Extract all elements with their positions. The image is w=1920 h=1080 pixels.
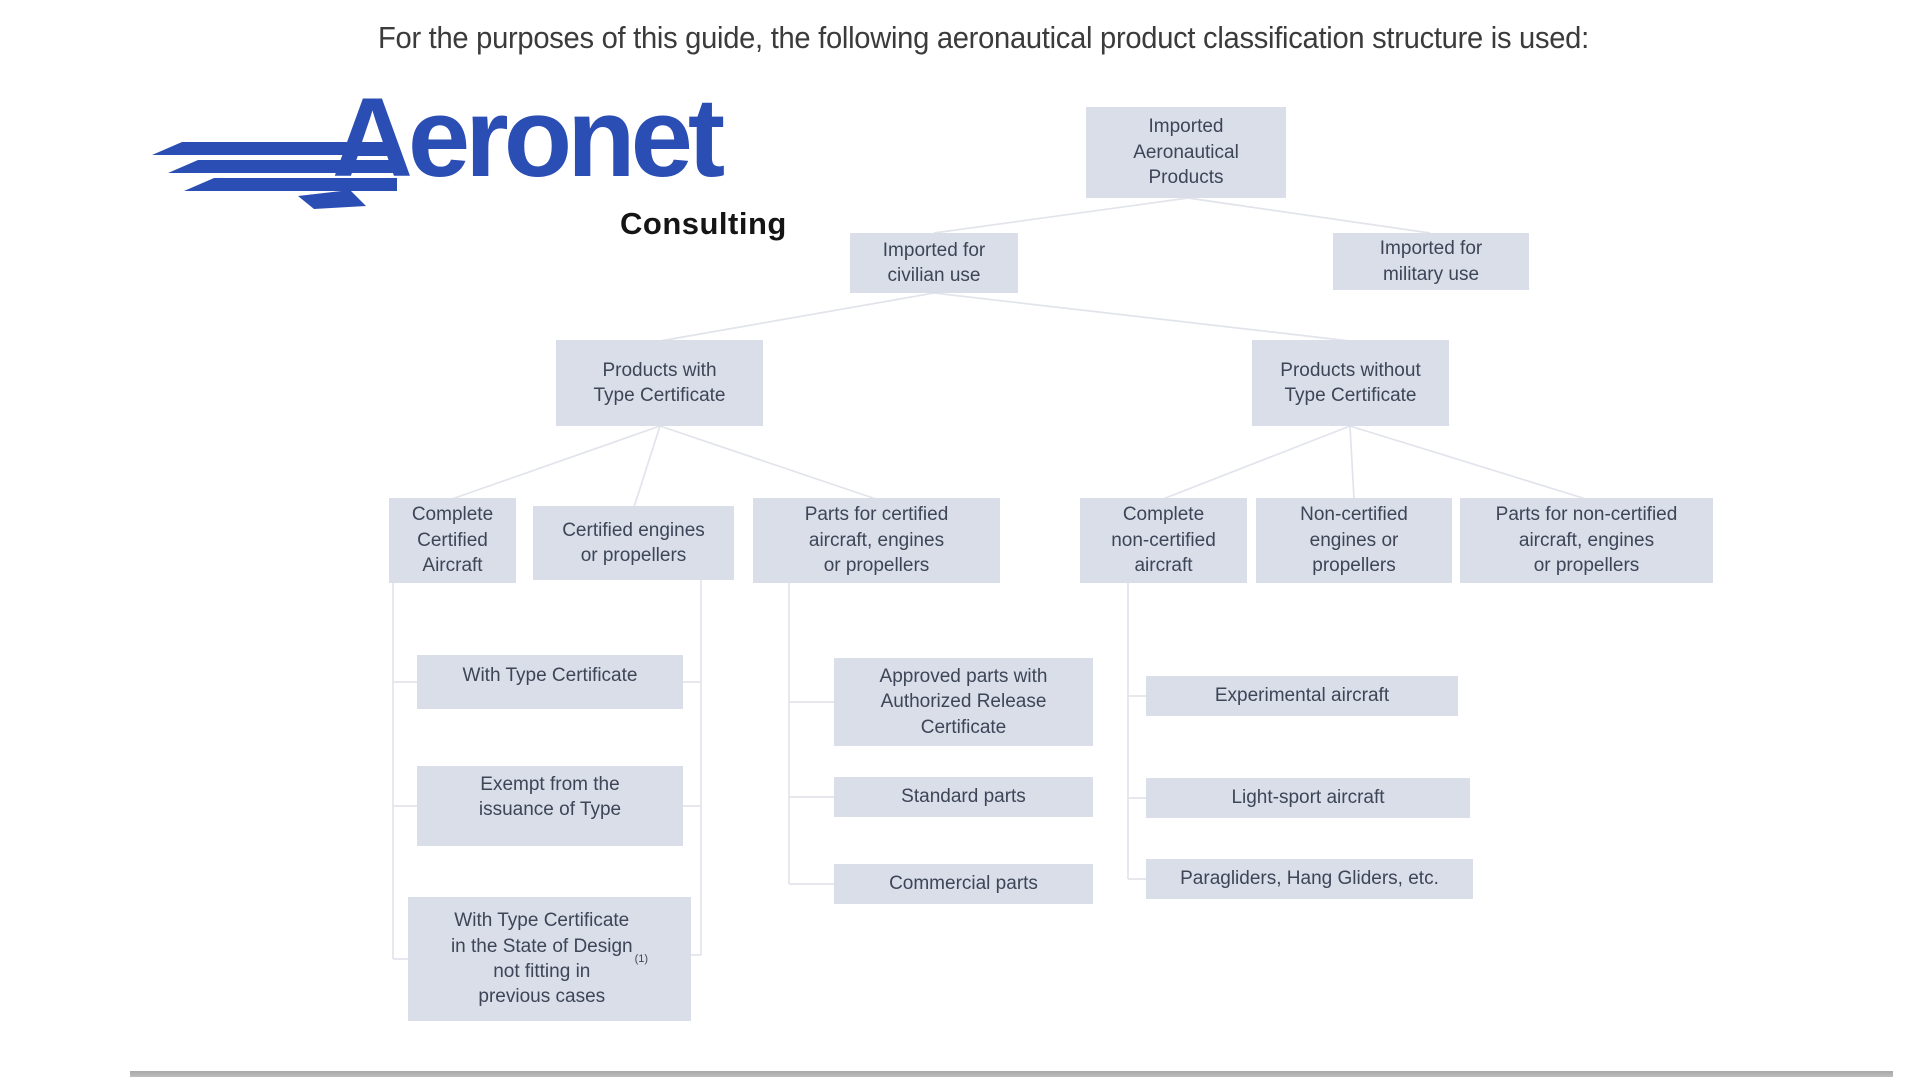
node-label: Standard parts — [901, 786, 1026, 808]
node-complete-non-certified-aircraft: Complete non-certified aircraft — [1080, 498, 1247, 583]
node-label: Imported for civilian use — [882, 239, 986, 286]
node-parts-for-non-certified-aircraft: Parts for non-certified aircraft, engine… — [1460, 498, 1713, 583]
node-label: Products with Type Certificate — [593, 359, 726, 406]
page-title: For the purposes of this guide, the foll… — [378, 20, 1589, 55]
aeronet-logo: Aeronet Consulting — [150, 76, 810, 250]
aeronet-wing-icon — [152, 142, 397, 209]
node-parts-for-certified-aircraft: Parts for certified aircraft, engines or… — [753, 498, 1000, 583]
node-label: Light-sport aircraft — [1231, 787, 1385, 809]
node-label: Certified engines or propellers — [562, 519, 705, 566]
node-label: Experimental aircraft — [1214, 685, 1390, 707]
node-paragliders-hang-gliders: Paragliders, Hang Gliders, etc. — [1146, 859, 1473, 899]
node-label: With Type Certificate — [462, 665, 638, 687]
node-label: Parts for certified aircraft, engines or… — [804, 504, 949, 577]
node-type-certificate-state-of-design: With Type Certificate in the State of De… — [408, 897, 691, 1021]
node-label: Exempt from the issuance of Type — [478, 773, 622, 820]
node-commercial-parts: Commercial parts — [834, 864, 1093, 904]
node-label: Complete non-certified aircraft — [1111, 504, 1216, 577]
node-experimental-aircraft: Experimental aircraft — [1146, 676, 1458, 716]
node-imported-civilian-use: Imported for civilian use — [850, 233, 1018, 293]
node-label: Paragliders, Hang Gliders, etc. — [1180, 868, 1439, 890]
node-label: Imported for military use — [1379, 238, 1483, 285]
node-label: With Type Certificate in the State of De… — [450, 910, 633, 1008]
logo-brand-text: Aeronet — [332, 75, 725, 200]
node-with-type-certificate: With Type Certificate — [417, 655, 683, 709]
node-label: Imported Aeronautical Products — [1133, 116, 1239, 189]
node-standard-parts: Standard parts — [834, 777, 1093, 817]
node-label: Complete Certified Aircraft — [411, 504, 494, 577]
node-imported-aeronautical-products: Imported Aeronautical Products — [1086, 107, 1286, 198]
node-label: Approved parts with Authorized Release C… — [879, 665, 1048, 738]
node-products-without-type-certificate: Products without Type Certificate — [1252, 340, 1449, 426]
node-approved-parts: Approved parts with Authorized Release C… — [834, 658, 1093, 746]
logo-tagline-text: Consulting — [620, 206, 787, 241]
node-non-certified-engines-or-propellers: Non-certified engines or propellers — [1256, 498, 1452, 583]
node-certified-engines-or-propellers: Certified engines or propellers — [533, 506, 734, 580]
node-imported-military-use: Imported for military use — [1333, 233, 1529, 290]
node-label: Parts for non-certified aircraft, engine… — [1495, 504, 1678, 577]
node-light-sport-aircraft: Light-sport aircraft — [1146, 778, 1470, 818]
footnote-marker: (1) — [634, 952, 649, 965]
node-label: Products without Type Certificate — [1280, 359, 1421, 406]
node-label: Non-certified engines or propellers — [1300, 504, 1408, 577]
bottom-divider — [130, 1071, 1893, 1077]
node-exempt-from-issuance: Exempt from the issuance of Type — [417, 766, 683, 846]
node-products-with-type-certificate: Products with Type Certificate — [556, 340, 763, 426]
node-label: Commercial parts — [889, 873, 1038, 895]
node-complete-certified-aircraft: Complete Certified Aircraft — [389, 498, 516, 583]
